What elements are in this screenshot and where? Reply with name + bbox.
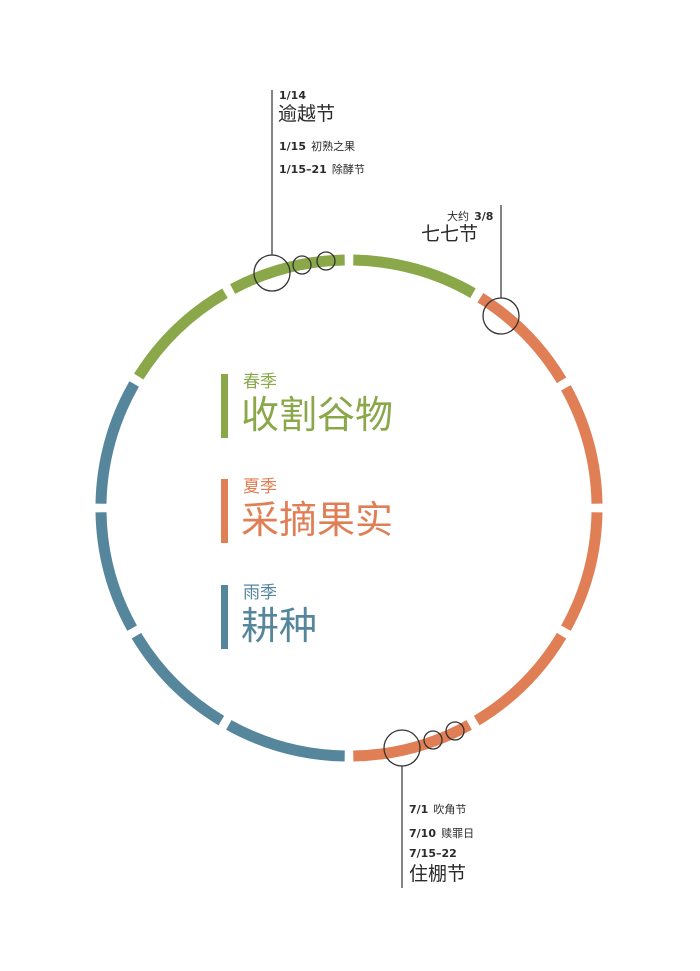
legend-spring-activity: 收割谷物 [241,393,394,437]
trumpets-label: 7/1 吹角节 [409,800,466,816]
ring-segment-rainy-11 [131,632,225,726]
pentecost-approx: 大约 [447,210,469,223]
tabernacles-marker-circle [445,721,465,741]
pentecost-date: 3/8 [474,210,494,223]
ring-segment-spring-4 [353,254,476,298]
trumpets-name: 吹角节 [433,803,467,816]
atonement-label: 7/10 赎罪日 [409,824,474,840]
ring-segment-rainy-12 [95,512,137,631]
ring-segment-summer-6 [561,385,603,504]
firstfruits-name: 初熟之果 [311,140,356,153]
legend-summer-season: 夏季 [243,477,277,497]
ring-segment-summer-5 [477,293,567,384]
ring-segment-summer-8 [473,632,567,726]
unleavened-marker-circle [316,251,336,271]
atonement-date: 7/10 [409,827,436,840]
ring-segment-spring-2 [134,288,228,380]
trumpets-date: 7/1 [409,803,429,816]
atonement-marker-circle [423,730,443,750]
ring-segment-summer-9 [353,720,472,762]
feast-markers [253,90,520,888]
passover-date: 1/14 [279,89,306,102]
ring-segment-rainy-10 [226,720,345,762]
tabernacles-date: 7/15–22 [409,847,457,860]
ring-segment-spring-3 [230,254,345,294]
legend-rainy-bar [221,585,228,649]
legend-rainy-season: 雨季 [243,583,277,603]
ring-segment-summer-7 [561,512,603,631]
pentecost-date-label: 大约 3/8 [447,207,493,223]
tabernacles-name: 住棚节 [409,863,467,885]
passover-name: 逾越节 [278,103,336,125]
unleavened-date: 1/15–21 [279,163,327,176]
unleavened-name: 除酵节 [331,163,365,176]
firstfruits-label: 1/15 初熟之果 [279,137,355,153]
atonement-name: 赎罪日 [441,827,475,840]
legend-spring-bar [221,374,228,438]
ring-segment-rainy-1 [95,381,139,504]
unleavened-label: 1/15–21 除酵节 [279,160,365,176]
firstfruits-marker-circle [292,255,312,275]
legend-summer-bar [221,479,228,543]
pentecost-name: 七七节 [421,223,479,245]
legend-rainy-activity: 耕种 [241,604,318,648]
legend-summer-activity: 采摘果实 [241,498,394,542]
legend-spring-season: 春季 [243,372,277,392]
firstfruits-date: 1/15 [279,140,306,153]
season-ring [95,254,603,762]
